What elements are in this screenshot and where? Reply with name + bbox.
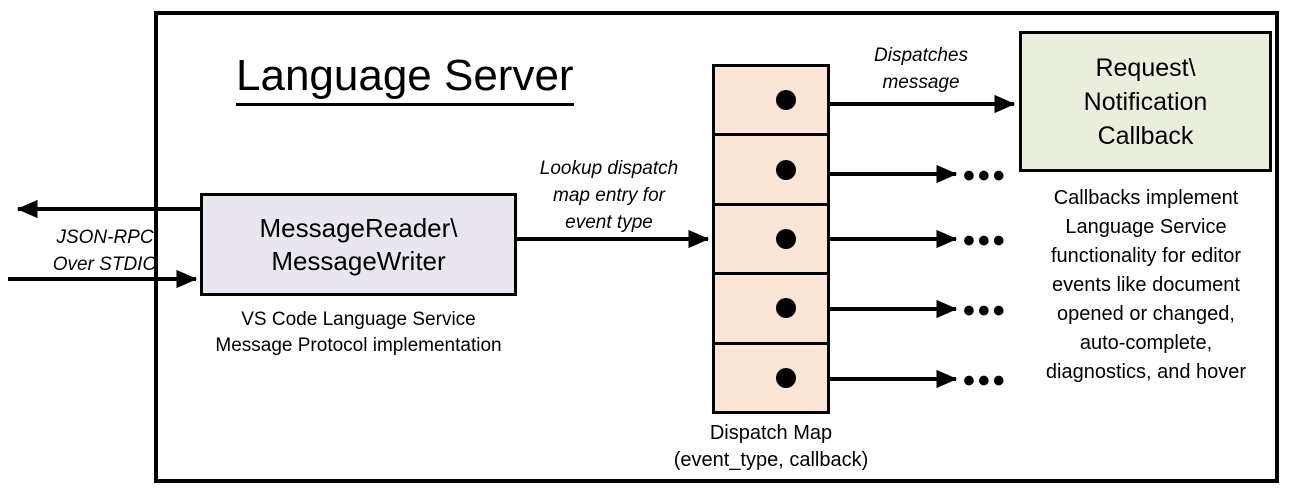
dispatch-ellipsis-2: ••• <box>963 222 1008 260</box>
dispatches-label-line1: Dispatches <box>874 45 968 66</box>
dispatch-ellipsis-1: ••• <box>963 157 1008 195</box>
dispatch-entry-dot-icon <box>776 367 796 388</box>
jsonrpc-label-line1: JSON-RPC <box>56 227 154 248</box>
message-io-title-line1: MessageReader\ <box>259 212 458 243</box>
lookup-label-line1: Lookup dispatch <box>539 158 679 179</box>
dispatch-map-cell[interactable] <box>712 202 830 276</box>
dispatch-ellipsis-4: ••• <box>963 362 1008 400</box>
message-io-caption-line1: VS Code Language Service <box>241 309 476 330</box>
dispatch-map-cell[interactable] <box>712 64 830 137</box>
callback-caption-line3: functionality for editor <box>1050 245 1242 267</box>
callback-caption-line6: auto-complete, <box>1079 332 1213 354</box>
lookup-dispatch-label: Lookup dispatch map entry for event type <box>519 155 699 236</box>
dispatch-entry-dot-icon <box>776 229 796 250</box>
dispatch-map-cell[interactable] <box>712 272 830 345</box>
message-io-caption-line2: Message Protocol implementation <box>215 335 502 356</box>
callback-caption-line7: diagnostics, and hover <box>1045 361 1247 383</box>
callback-caption-line1: Callbacks implement <box>1053 187 1239 209</box>
lookup-label-line3: event type <box>565 212 653 233</box>
server-boundary <box>154 11 1279 483</box>
dispatches-label-line2: message <box>882 72 960 93</box>
callback-caption-line5: opened or changed, <box>1057 303 1235 325</box>
dispatch-map-caption-line2: (event_type, callback) <box>673 449 869 471</box>
dispatch-map-cell[interactable] <box>712 341 830 415</box>
message-io-box[interactable]: MessageReader\ MessageWriter <box>200 193 517 296</box>
dispatch-entry-dot-icon <box>776 90 796 111</box>
message-io-caption: VS Code Language Service Message Protoco… <box>200 307 517 359</box>
dispatch-map-caption-line1: Dispatch Map <box>709 422 833 444</box>
dispatch-ellipsis-3: ••• <box>963 292 1008 330</box>
jsonrpc-protocol-label: JSON-RPC Over STDIO <box>30 224 180 278</box>
callback-caption-line2: Language Service <box>1065 216 1227 238</box>
dispatch-map[interactable] <box>712 64 830 415</box>
callback-caption-line4: events like document <box>1052 274 1240 296</box>
message-io-title-line2: MessageWriter <box>271 245 446 276</box>
page-title: Language Server <box>236 50 574 106</box>
callback-title-line1: Request\ <box>1095 53 1196 82</box>
dispatch-map-caption: Dispatch Map (event_type, callback) <box>637 420 905 474</box>
dispatch-entry-dot-icon <box>776 159 796 180</box>
dispatches-message-label: Dispatches message <box>836 42 1006 96</box>
dispatch-map-cell[interactable] <box>712 133 830 206</box>
callback-title-line3: Callback <box>1097 121 1194 150</box>
callback-box[interactable]: Request\ Notification Callback <box>1019 31 1272 172</box>
jsonrpc-label-line2: Over STDIO <box>52 254 158 275</box>
dispatch-entry-dot-icon <box>776 298 796 319</box>
callback-caption: Callbacks implement Language Service fun… <box>1010 184 1282 387</box>
lookup-label-line2: map entry for <box>553 185 665 206</box>
callback-title-line2: Notification <box>1083 87 1208 116</box>
